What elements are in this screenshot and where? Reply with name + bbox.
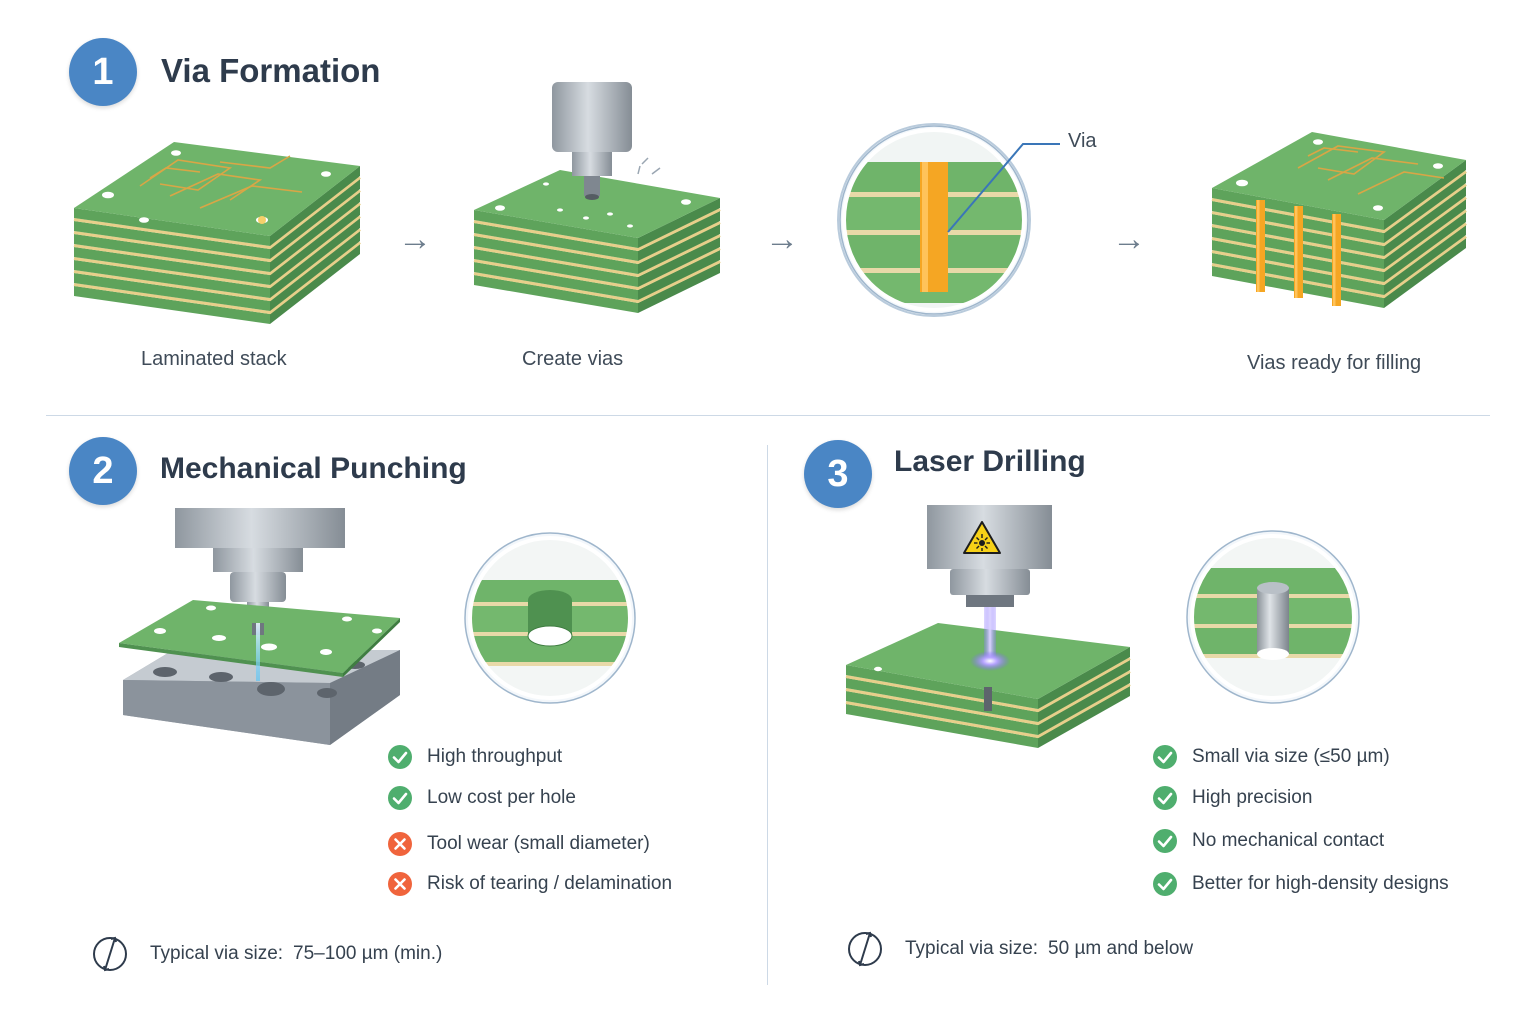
list-item: Low cost per hole [387,785,576,811]
vias-ready-illustration [1211,132,1467,308]
list-item: No mechanical contact [1152,828,1384,854]
section-divider [46,415,1490,416]
arrow-icon: → [1112,220,1146,258]
arrow-icon: → [765,220,799,258]
feature-text: High throughput [427,746,563,767]
via-size-label: Typical via size: [150,943,284,964]
arrow-icon: → [398,220,432,258]
via-size-value: 75–100 µm (min.) [293,943,443,964]
laser-warning-icon [963,521,1001,554]
punching-via-size: Typical via size: 75–100 µm (min.) [90,934,442,974]
feature-text: Risk of tearing / delamination [427,873,673,894]
check-circle-icon [1153,786,1177,810]
create-vias-illustration [473,82,721,313]
check-circle-icon [388,786,412,810]
step-1-badge: 1 [69,38,137,106]
check-circle-icon [1153,872,1177,896]
laminated-stack-illustration [73,142,361,324]
punched-hole-magnifier [464,532,636,704]
feature-text: Low cost per hole [427,787,576,808]
diameter-icon [93,936,127,972]
check-circle-icon [1153,745,1177,769]
section-1-title: Via Formation [161,52,381,89]
list-item: Better for high-density designs [1152,871,1449,897]
column-divider [767,445,768,985]
check-circle-icon [388,745,412,769]
list-item: Risk of tearing / delamination [387,871,672,897]
laser-drill-illustration [845,505,1131,748]
list-item: Tool wear (small diameter) [387,831,650,857]
via-size-value: 50 µm and below [1048,938,1194,959]
list-item: High throughput [387,744,562,770]
feature-text: Small via size (≤50 µm) [1192,746,1390,767]
step-3-badge: 3 [804,440,872,508]
section-3-title: Laser Drilling [894,445,1086,478]
list-item: Small via size (≤50 µm) [1152,744,1390,770]
mechanical-punch-illustration [119,508,400,745]
list-item: High precision [1152,785,1312,811]
check-circle-icon [1153,829,1177,853]
via-callout-label: Via [1068,130,1097,152]
laser-hole-magnifier [1186,530,1360,704]
caption-create-vias: Create vias [522,348,624,370]
feature-text: High precision [1192,787,1313,808]
x-circle-icon [388,832,412,856]
feature-text: Better for high-density designs [1192,873,1449,894]
via-cross-section-magnifier [837,123,1060,317]
feature-text: No mechanical contact [1192,830,1385,851]
feature-text: Tool wear (small diameter) [427,833,650,854]
x-circle-icon [388,872,412,896]
step-2-badge: 2 [69,437,137,505]
section-2-title: Mechanical Punching [160,452,467,485]
diameter-icon [848,931,882,967]
laser-via-size: Typical via size: 50 µm and below [845,929,1193,969]
caption-laminated-stack: Laminated stack [141,348,287,370]
caption-vias-ready: Vias ready for filling [1247,352,1422,374]
via-size-label: Typical via size: [905,938,1039,959]
